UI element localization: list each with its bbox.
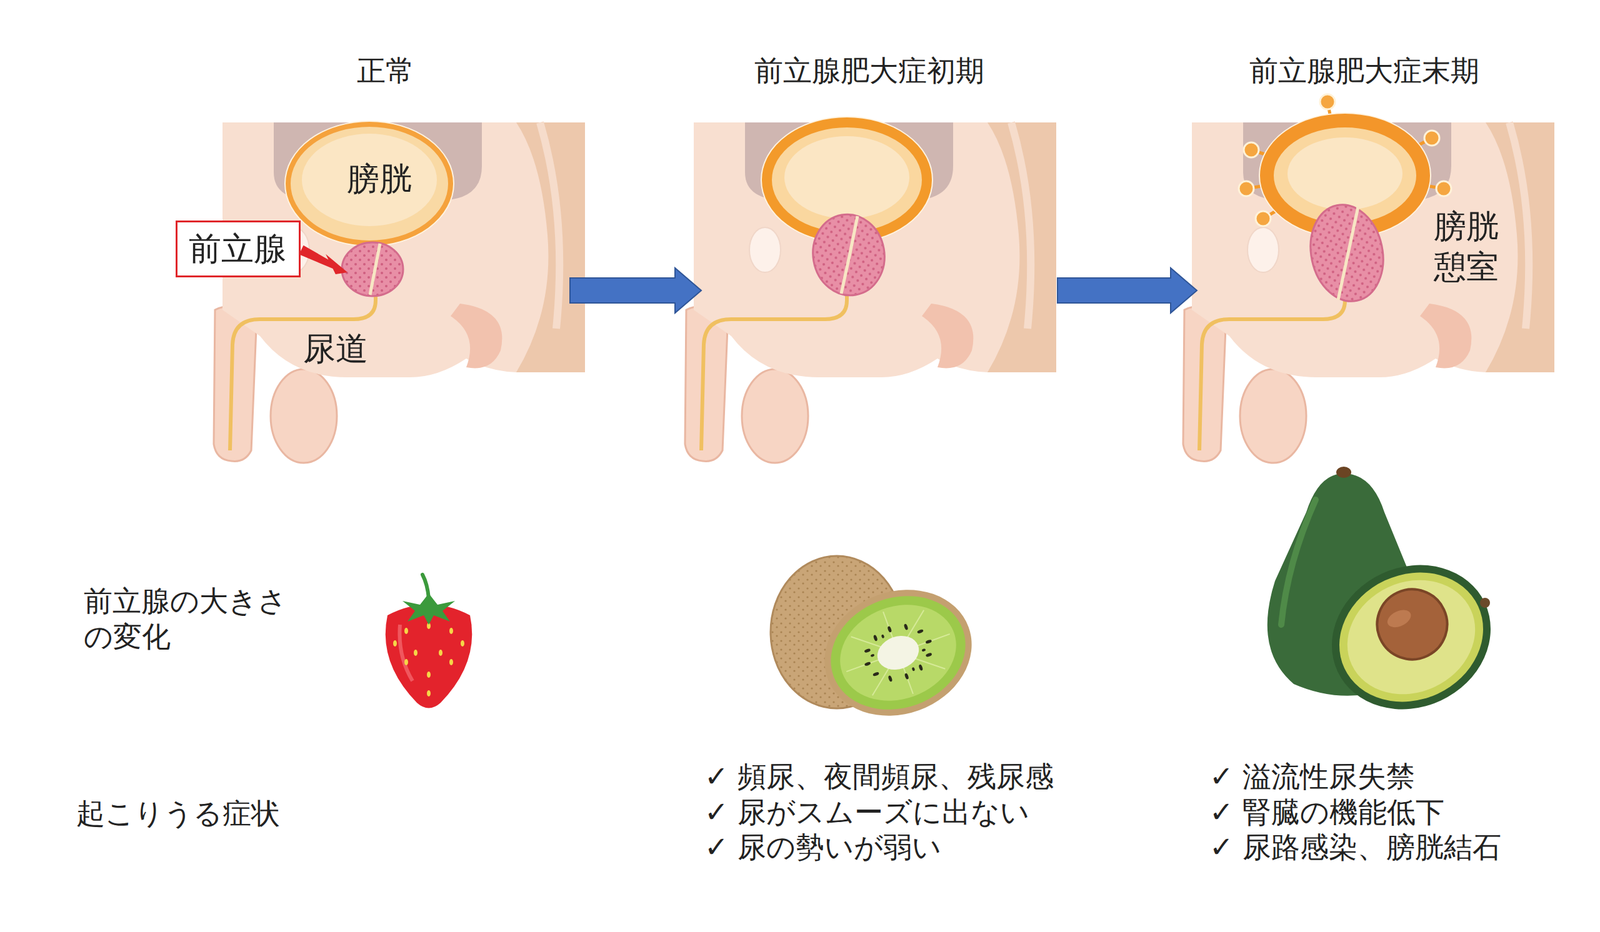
bladder-diverticulum: [1238, 181, 1254, 197]
strawberry-icon: [393, 640, 397, 647]
symptom-item: ✓ 尿路感染、膀胱結石: [1209, 830, 1502, 866]
anatomy-early: [685, 122, 1057, 464]
avocado-icon: [1384, 606, 1414, 632]
kiwi-icon: [918, 664, 924, 672]
kiwi-icon: [904, 673, 910, 680]
row-label: 起こりうる症状: [76, 796, 280, 832]
symptom-item: ✓ 溢流性尿失禁: [1209, 759, 1415, 795]
avocado-icon: [1281, 500, 1316, 625]
label-box: 前立腺: [175, 220, 301, 278]
bladder-diverticulum: [1320, 94, 1335, 110]
kiwi-icon: [886, 626, 892, 634]
anatomy-normal: [370, 243, 380, 295]
strawberry-icon: [413, 650, 418, 657]
strawberry-icon: [426, 690, 431, 697]
avocado-icon: [1336, 466, 1352, 479]
kiwi-icon: [863, 648, 871, 654]
anatomy-late: [1287, 137, 1403, 210]
avocado-icon: [1365, 578, 1459, 672]
avocado-icon: [1318, 550, 1505, 726]
anatomy-early: [784, 136, 910, 219]
organ-label: 前立腺: [188, 228, 287, 270]
stage-arrow: [570, 268, 702, 314]
strawberry-icon: [460, 640, 465, 647]
kiwi-icon: [770, 556, 990, 737]
kiwi-icon: [870, 653, 875, 658]
bladder-diverticulum: [1255, 211, 1271, 227]
stage-heading: 前立腺肥大症初期: [754, 53, 985, 90]
stage-heading: 正常: [356, 53, 415, 90]
strawberry-icon: [402, 593, 455, 625]
kiwi-icon: [903, 623, 909, 631]
anatomy-normal: [301, 133, 437, 227]
pointer-arrow: [299, 245, 349, 275]
anatomy-late: [1301, 198, 1392, 309]
kiwi-icon: [855, 614, 942, 692]
strawberry-icon: [399, 625, 413, 682]
kiwi-icon: [872, 671, 880, 677]
avocado-icon: [1328, 560, 1495, 715]
bladder-diverticulum: [1243, 142, 1259, 158]
kiwi-icon: [872, 630, 924, 676]
stage-panel: 前立腺肥大症初期: [701, 50, 1058, 457]
organ-label: 膀胱: [346, 158, 412, 200]
strawberry-icon: [438, 650, 443, 657]
row-label: 前立腺の大きさ の変化: [83, 583, 287, 655]
strawberry-icon: [449, 628, 454, 635]
anatomy-normal: [341, 242, 404, 297]
stage-panel: 前立腺 正常膀胱尿道: [168, 50, 570, 457]
kiwi-icon: [831, 593, 965, 714]
anatomy-normal: [288, 124, 451, 244]
kiwi-icon: [815, 578, 982, 729]
kiwi-icon: [881, 634, 885, 639]
kiwi-icon: [921, 648, 927, 653]
strawberry-icon: [404, 628, 409, 635]
organ-label: 膀胱 憩室: [1433, 206, 1499, 288]
kiwi-icon: [826, 589, 970, 717]
bladder-diverticulum: [1424, 130, 1440, 146]
symptom-item: ✓ 尿がスムーズに出ない: [704, 795, 1030, 831]
anatomy-normal: [213, 122, 585, 464]
kiwi-icon: [925, 639, 932, 645]
strawberry-icon: [404, 659, 409, 666]
kiwi-icon: [806, 570, 990, 737]
anatomy-normal: [213, 120, 585, 464]
stage-heading: 前立腺肥大症末期: [1249, 53, 1480, 90]
anatomy-normal: [284, 120, 455, 247]
kiwi-icon: [887, 675, 893, 683]
strawberry-icon: [426, 671, 431, 679]
avocado-icon: [1480, 598, 1490, 609]
strawberry-icon: [393, 623, 465, 697]
avocado-icon: [1308, 540, 1515, 736]
kiwi-icon: [873, 635, 879, 642]
strawberry-icon: [449, 659, 454, 666]
anatomy-early: [806, 208, 892, 302]
stage-arrow: [1057, 268, 1197, 314]
avocado-icon: [1267, 466, 1515, 735]
kiwi-icon: [864, 661, 872, 667]
kiwi-icon: [916, 629, 924, 635]
strawberry-icon: [385, 575, 472, 709]
anatomy-early: [841, 216, 858, 294]
kiwi-icon: [806, 570, 990, 737]
organ-label: 尿道: [303, 328, 369, 370]
symptom-item: ✓ 頻尿、夜間頻尿、残尿感: [704, 759, 1054, 795]
symptom-item: ✓ 腎臓の機能低下: [1209, 795, 1445, 831]
anatomy-late: [1338, 206, 1359, 300]
anatomy-late: [1183, 122, 1555, 464]
anatomy-late: [1183, 94, 1555, 464]
kiwi-icon: [925, 652, 933, 658]
avocado-icon: [1308, 540, 1515, 736]
anatomy-early: [685, 116, 1057, 464]
bladder-diverticulum: [1436, 181, 1452, 197]
kiwi-icon: [911, 667, 916, 672]
symptom-item: ✓ 尿の勢いが弱い: [704, 830, 942, 866]
stage-panel: 前立腺肥大症末期膀胱 憩室: [1196, 50, 1560, 457]
